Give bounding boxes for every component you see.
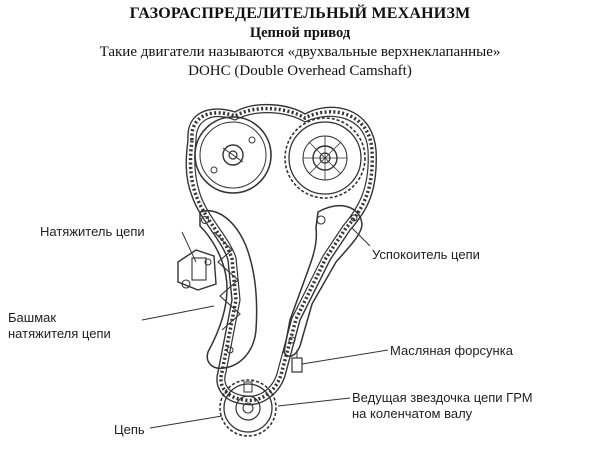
chain-tensioner bbox=[177, 249, 217, 291]
label-chain-damper: Успокоитель цепи bbox=[372, 247, 480, 262]
tensioner-shoe bbox=[199, 210, 258, 370]
label-drive-sprocket-line2: на коленчатом валу bbox=[352, 406, 473, 421]
chain-damper bbox=[283, 205, 363, 357]
right-camshaft-sprocket bbox=[284, 117, 366, 199]
page-subtitle: Цепной привод bbox=[249, 25, 351, 41]
page-abbreviation: DOHC (Double Overhead Camshaft) bbox=[188, 63, 412, 79]
label-oil-nozzle: Масляная форсунка bbox=[390, 343, 513, 358]
leader-lines bbox=[141, 227, 389, 429]
page-description: Такие двигатели называются «двухвальные … bbox=[99, 44, 501, 60]
label-tensioner-shoe-line2: натяжителя цепи bbox=[8, 326, 111, 341]
timing-chain bbox=[185, 103, 377, 406]
header: ГАЗОРАСПРЕДЕЛИТЕЛЬНЫЙ МЕХАНИЗМ Цепной пр… bbox=[0, 4, 600, 81]
label-drive-sprocket-line1: Ведущая звездочка цепи ГРМ bbox=[352, 390, 533, 405]
page-title: ГАЗОРАСПРЕДЕЛИТЕЛЬНЫЙ МЕХАНИЗМ bbox=[129, 5, 471, 22]
label-chain-tensioner: Натяжитель цепи bbox=[40, 224, 145, 239]
label-tensioner-shoe-line1: Башмак bbox=[8, 310, 57, 325]
left-camshaft-sprocket bbox=[194, 116, 272, 194]
label-chain: Цепь bbox=[114, 422, 145, 437]
crankshaft-sprocket bbox=[219, 379, 277, 437]
oil-nozzle bbox=[291, 350, 303, 373]
